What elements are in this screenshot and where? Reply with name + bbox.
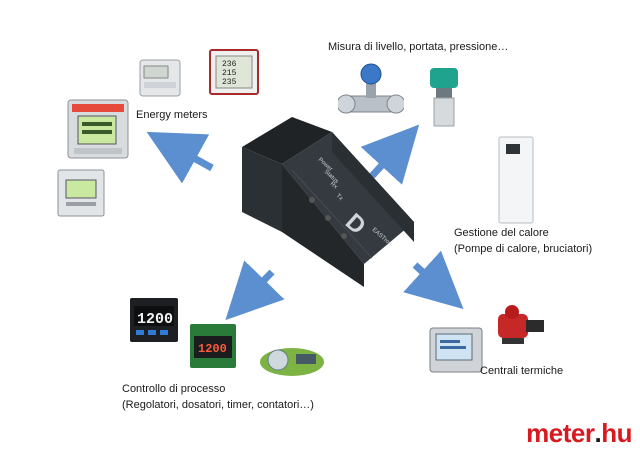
dosing-pump-icon (260, 348, 324, 376)
face-label-tx: Tx (335, 193, 344, 202)
label-centrali: Centrali termiche (480, 365, 564, 377)
energy-meter-display: 236 215 235 (209, 49, 259, 95)
energy-meter-small (139, 59, 181, 97)
label-misura: Misura di livello, portata, pressione… (328, 41, 509, 53)
burner-icon (498, 305, 544, 344)
energy-meter-din (57, 169, 105, 217)
central-interface-device: Power Status Rx Tx EASTron D (242, 117, 414, 287)
process-controller-2: 1200 (190, 324, 236, 368)
energy-meter-lcd (67, 99, 129, 159)
controller-display-1: 1200 (137, 311, 173, 328)
label-energy-meters: Energy meters (136, 109, 208, 121)
label-gestione-line1: Gestione del calore (454, 227, 549, 239)
process-controller-1: 1200 (130, 298, 178, 342)
arrow-to-energy-meters (146, 131, 214, 184)
arrow-to-misura (360, 124, 420, 185)
brand-suffix: hu (601, 418, 632, 448)
arrow-to-centrali (403, 250, 464, 310)
thermal-controller-panel (429, 327, 483, 373)
label-controllo-line2: (Regolatori, dosatori, timer, contatori…… (122, 399, 314, 411)
brand-prefix: meter (526, 418, 595, 448)
label-gestione-line2: (Pompe di calore, bruciatori) (454, 243, 593, 255)
face-label-rx: Rx (329, 181, 338, 190)
arrow-to-controllo (225, 260, 285, 321)
meter-hu-logo: meter.hu (526, 418, 632, 449)
meter-reading-1: 236 (222, 60, 237, 69)
meter-reading-3: 235 (222, 78, 237, 87)
flow-meter-icon (338, 63, 404, 114)
meter-reading-2: 215 (222, 69, 237, 78)
controller-display-2: 1200 (198, 342, 227, 356)
level-sensor-icon (430, 68, 458, 127)
heat-pump-icon (498, 136, 534, 224)
label-controllo-line1: Controllo di processo (122, 383, 226, 395)
brand-dot: . (594, 418, 602, 448)
